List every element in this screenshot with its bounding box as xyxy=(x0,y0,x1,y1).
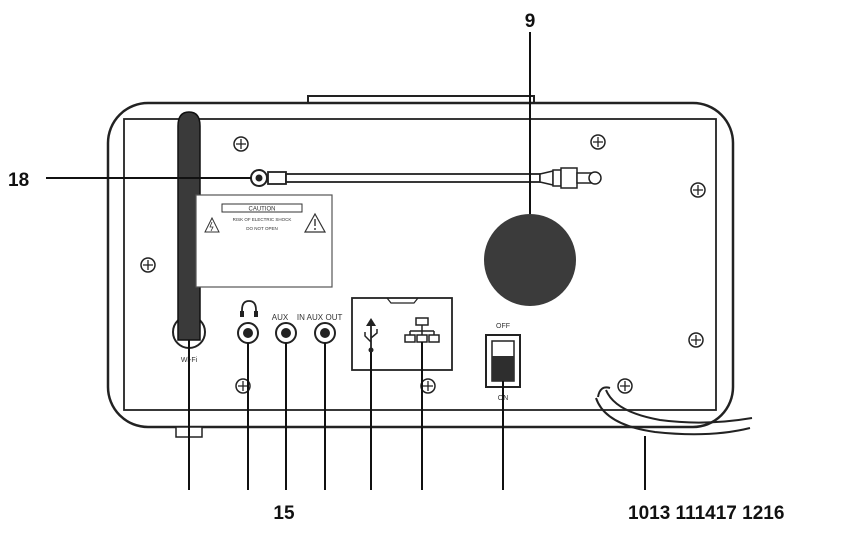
switch-off-label: OFF xyxy=(496,323,510,330)
port-recess xyxy=(351,297,453,371)
leader-lines xyxy=(46,32,646,490)
headphone-icon xyxy=(240,300,258,317)
telescopic-antenna xyxy=(250,167,602,189)
aux-out-jack xyxy=(314,322,336,344)
aux-out-label: OUT xyxy=(326,313,343,322)
caution-title: CAUTION xyxy=(249,207,276,213)
power-cord xyxy=(595,386,753,436)
screw-icon xyxy=(688,332,704,348)
speaker-grille xyxy=(484,214,576,306)
power-switch xyxy=(485,334,521,388)
caution-line2: DO NOT OPEN xyxy=(246,226,277,231)
aux-in-jack xyxy=(275,322,297,344)
aux-in-mid-label: IN AUX xyxy=(297,313,324,322)
usb-icon xyxy=(364,318,378,353)
warning-icon xyxy=(204,216,220,233)
network-icon xyxy=(404,317,440,343)
callout-bottom-right: 1013 111417 1216 xyxy=(628,503,784,524)
screw-icon xyxy=(235,378,251,394)
caution-line1: RISK OF ELECTRIC SHOCK xyxy=(233,217,292,222)
headphone-jack xyxy=(237,322,259,344)
aux-in-prefix-label: AUX xyxy=(272,313,289,322)
wifi-antenna xyxy=(172,111,206,349)
caution-sticker xyxy=(195,194,333,288)
callout-18: 18 xyxy=(8,170,29,191)
callout-9: 9 xyxy=(525,11,536,32)
screw-icon xyxy=(233,136,249,152)
screw-icon xyxy=(590,134,606,150)
screw-icon xyxy=(140,257,156,273)
screw-icon xyxy=(420,378,436,394)
warning-icon xyxy=(303,212,327,233)
callout-15: 15 xyxy=(273,503,295,524)
screw-icon xyxy=(690,182,706,198)
screw-icon xyxy=(617,378,633,394)
